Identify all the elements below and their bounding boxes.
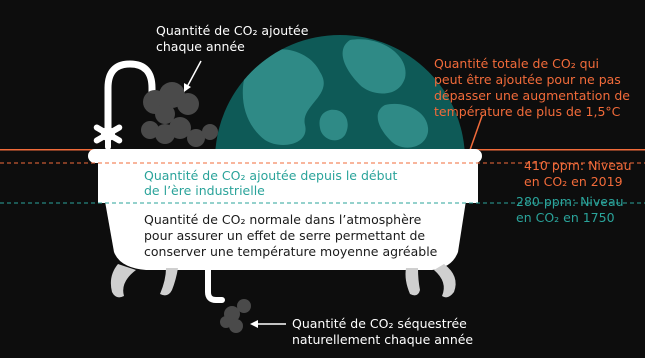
level-1750-label: 280 ppm: Niveau en CO₂ en 1750 [516, 194, 628, 225]
drain-pipe-icon [205, 267, 225, 303]
added-yearly-label: Quantité de CO₂ ajoutée chaque année [156, 23, 312, 54]
normal-quantity-label: Quantité de CO₂ normale dans l’atmosphèr… [144, 212, 438, 259]
smoke-cloud-icon [141, 82, 218, 147]
sequestered-arrow-head [250, 320, 258, 328]
added-since-industrial-band [98, 163, 478, 203]
total-budget-label: Quantité totale de CO₂ qui peut être ajo… [434, 56, 634, 119]
sequestered-yearly-label: Quantité de CO₂ séquestrée naturellement… [292, 316, 473, 347]
budget-leader-line [469, 115, 483, 151]
faucet-icon [93, 60, 156, 150]
added-since-industrial-label: Quantité de CO₂ ajoutée depuis le début … [144, 168, 401, 198]
sequestered-smoke-icon [220, 299, 251, 333]
added-arrow-head [184, 83, 191, 92]
added-arrow [186, 60, 202, 88]
level-2019-label: 410 ppm: Niveau en CO₂ en 2019 [524, 158, 636, 189]
